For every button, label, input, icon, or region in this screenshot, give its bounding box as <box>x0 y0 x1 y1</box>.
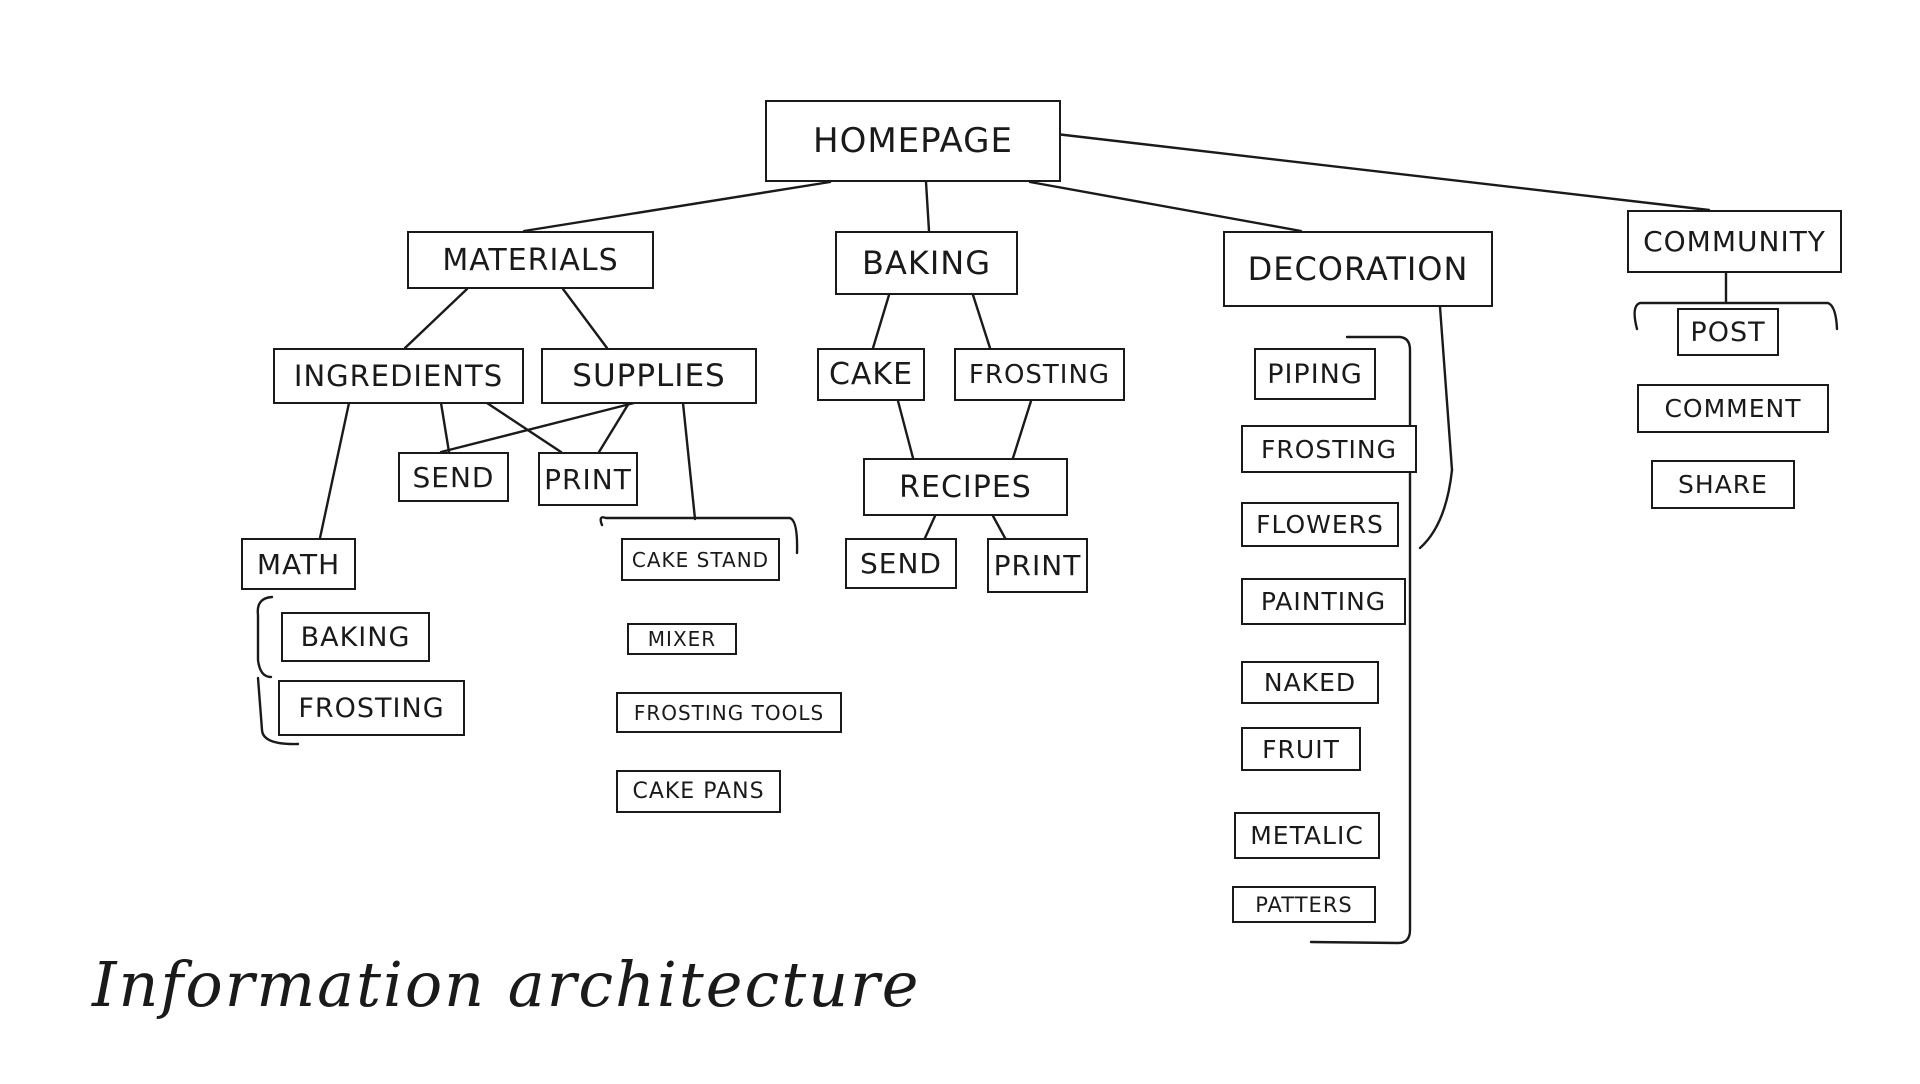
homepage-box: HOMEPAGE <box>765 100 1061 182</box>
naked-box: NAKED <box>1241 661 1379 704</box>
cake-pans-box: CAKE PANS <box>616 770 781 813</box>
comment-box: COMMENT <box>1637 384 1829 433</box>
mixer-box: MIXER <box>627 623 737 655</box>
recipes-send-box: SEND <box>845 538 957 589</box>
diagram-caption: Information architecture <box>92 948 921 1021</box>
metalic-box: METALIC <box>1234 812 1380 859</box>
flowers-box: FLOWERS <box>1241 502 1399 547</box>
deco-frosting-box: FROSTING <box>1241 425 1417 473</box>
painting-box: PAINTING <box>1241 578 1406 625</box>
math-baking-box: BAKING <box>281 612 430 662</box>
send-box: SEND <box>398 452 509 502</box>
share-box: SHARE <box>1651 460 1795 509</box>
math-box: MATH <box>241 538 356 590</box>
math-frosting-box: FROSTING <box>278 680 465 736</box>
supplies-box: SUPPLIES <box>541 348 757 404</box>
community-box: COMMUNITY <box>1627 210 1842 273</box>
recipes-print-box: PRINT <box>987 538 1088 593</box>
recipes-box: RECIPES <box>863 458 1068 516</box>
decoration-box: DECORATION <box>1223 231 1493 307</box>
patters-box: PATTERS <box>1232 886 1376 923</box>
fruit-box: FRUIT <box>1241 727 1361 771</box>
frosting-tools-box: FROSTING TOOLS <box>616 692 842 733</box>
baking-box: BAKING <box>835 231 1018 295</box>
baking-frosting-box: FROSTING <box>954 348 1125 401</box>
cake-stand-box: CAKE STAND <box>621 538 780 581</box>
print-box: PRINT <box>538 452 638 506</box>
ingredients-box: INGREDIENTS <box>273 348 524 404</box>
post-box: POST <box>1677 308 1779 356</box>
cake-box: CAKE <box>817 348 925 401</box>
materials-box: MATERIALS <box>407 231 654 289</box>
piping-box: PIPING <box>1254 348 1376 400</box>
